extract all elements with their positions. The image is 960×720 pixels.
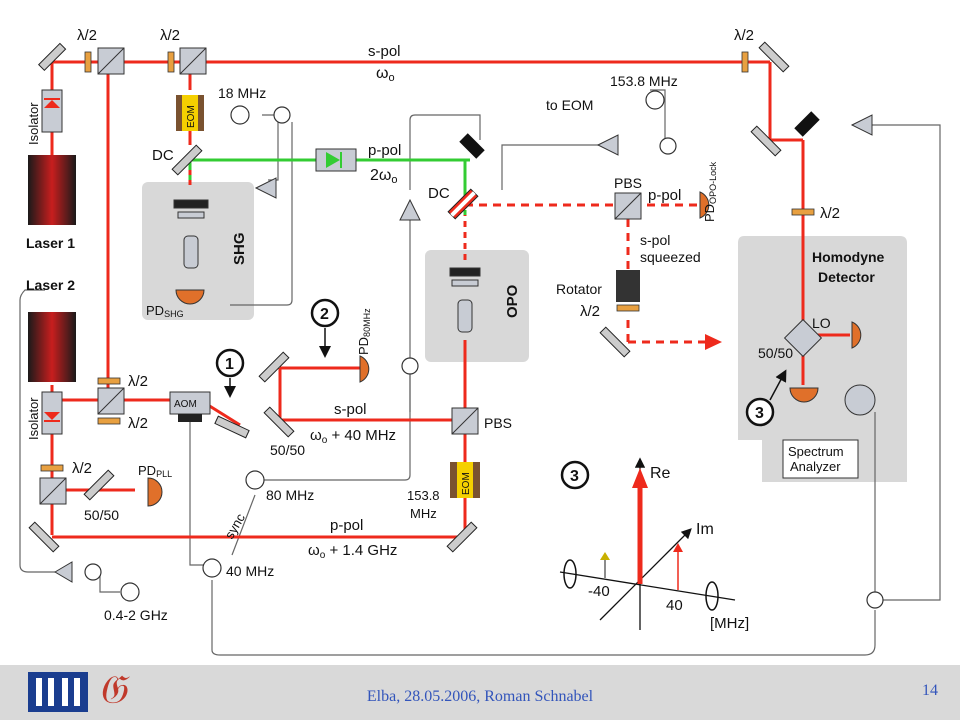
label-opo: OPO	[504, 284, 521, 318]
label-5050-mid: 50/50	[270, 442, 305, 458]
label-dc-1: DC	[152, 147, 174, 164]
label-5050-hd: 50/50	[758, 345, 793, 361]
label-plus40: ωo + 40 MHz	[310, 427, 396, 446]
label-lambda-2: λ/2	[160, 27, 180, 44]
squeezed-arrowhead	[705, 334, 722, 350]
label-80mhz: 80 MHz	[266, 487, 314, 503]
shg-cavity	[173, 199, 209, 269]
label-eom-2: EOM	[461, 472, 472, 495]
label-pd-pll: PDPLL	[138, 463, 172, 479]
markers	[215, 298, 775, 490]
label-isolator-2: Isolator	[26, 397, 41, 440]
oscillators	[120, 90, 665, 602]
label-to-eom: to EOM	[546, 97, 593, 113]
label-5050-low: 50/50	[84, 507, 119, 523]
label-homodyne-2: Detector	[818, 269, 875, 285]
label-lambda-6: λ/2	[128, 415, 148, 432]
label-spol-mid: s-pol	[334, 401, 367, 418]
label-laser-1: Laser 1	[26, 235, 75, 251]
phasor-mhz: [MHz]	[710, 615, 749, 632]
label-plus14: ωo + 1.4 GHz	[308, 542, 397, 561]
piezo-mirror-2	[794, 111, 820, 137]
phasor-p40: 40	[666, 597, 683, 614]
label-153mhz: 153.8 MHz	[610, 73, 678, 89]
label-2omega: 2ωo	[370, 167, 398, 186]
homodyne-box	[738, 236, 907, 482]
setup-diagram: Isolator Isolator Laser 1 Laser 2 λ/2 λ/…	[19, 27, 941, 656]
marker-3-label-hd: 3	[755, 405, 764, 422]
marker-3-label-phasor: 3	[570, 468, 579, 485]
label-eom-1: EOM	[186, 105, 197, 128]
label-laser-2: Laser 2	[26, 277, 75, 293]
label-ppol-green: p-pol	[368, 142, 401, 159]
label-spol-sq-1: s-pol	[640, 232, 670, 248]
label-0.4-2ghz: 0.4-2 GHz	[104, 607, 168, 623]
photodiodes	[147, 191, 862, 507]
spectrum-analyzer-box	[782, 439, 859, 479]
label-lambda-7: λ/2	[72, 460, 92, 477]
label-homodyne-1: Homodyne	[812, 249, 885, 265]
institute-logo: 𝔊	[98, 667, 127, 713]
opo-cavity	[449, 267, 481, 333]
rotator	[616, 270, 640, 302]
dc-mirror-opo-inner	[450, 191, 476, 217]
amplifiers	[54, 114, 873, 583]
label-shg: SHG	[231, 232, 248, 265]
laser-1-body	[28, 155, 76, 225]
label-spectrum-2: Analyzer	[790, 459, 841, 474]
wave-plates	[40, 51, 815, 472]
label-153-low-b: MHz	[410, 506, 437, 521]
label-spectrum-1: Spectrum	[788, 444, 844, 459]
mirrors	[28, 41, 790, 553]
signal-wires	[19, 89, 941, 656]
label-lo: LO	[812, 315, 831, 331]
label-spol-sq-2: squeezed	[640, 249, 701, 265]
footer-caption: Elba, 28.05.2006, Roman Schnabel	[366, 688, 594, 705]
label-rotator: Rotator	[556, 281, 602, 297]
label-pd-shg: PDSHG	[146, 303, 184, 319]
opo-box	[425, 250, 529, 362]
label-lambda-1: λ/2	[77, 27, 97, 44]
phasor-diagram	[559, 457, 736, 630]
label-40mhz: 40 MHz	[226, 563, 274, 579]
mixers	[84, 106, 884, 609]
marker-1-label: 1	[225, 356, 234, 373]
marker-2-label: 2	[320, 306, 329, 323]
label-dc-2: DC	[428, 185, 450, 202]
laser-2-body	[28, 312, 76, 382]
isolators	[41, 89, 357, 435]
phasor-im: Im	[696, 521, 714, 538]
subtraction-node	[844, 384, 876, 416]
page-number: 14	[922, 682, 938, 699]
label-18mhz: 18 MHz	[218, 85, 266, 101]
label-pbs-1: PBS	[614, 175, 642, 191]
label-spol-top: s-pol	[368, 43, 401, 60]
label-153-low-a: 153.8	[407, 488, 440, 503]
eoms	[176, 95, 480, 498]
phasor-m40: -40	[588, 583, 610, 600]
label-lambda-3: λ/2	[734, 27, 754, 44]
label-pd-opo: PDOPO-Lock	[702, 161, 718, 222]
label-aom: AOM	[174, 399, 197, 410]
label-ppol-2: p-pol	[648, 187, 681, 204]
label-isolator-1: Isolator	[26, 102, 41, 145]
university-logo	[28, 672, 88, 712]
squeezed-beam	[465, 203, 710, 344]
label-lambda-5: λ/2	[128, 373, 148, 390]
label-pd-80: PD80MHz	[356, 308, 372, 355]
label-omega-top: ωo	[376, 65, 395, 84]
aom-base	[178, 414, 202, 422]
label-lambda-8: λ/2	[580, 303, 600, 320]
label-ppol-low: p-pol	[330, 517, 363, 534]
piezo-mirror-1	[459, 133, 485, 159]
phasor-re: Re	[650, 465, 671, 482]
label-pbs-2: PBS	[484, 415, 512, 431]
slide-footer	[0, 665, 960, 720]
label-lambda-4: λ/2	[820, 205, 840, 222]
beam-splitters	[39, 47, 823, 505]
